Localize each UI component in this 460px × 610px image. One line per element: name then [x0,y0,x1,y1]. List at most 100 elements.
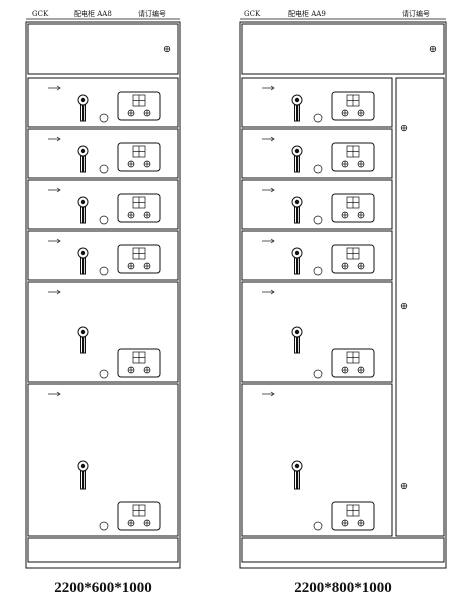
arrow-indicator-icon [48,289,61,295]
push-button-icon [127,211,135,219]
ammeter-icon [346,504,360,517]
drawer-panel [27,230,179,281]
top-panel [27,23,179,75]
push-button-icon [357,211,365,219]
door-bolt-icon [400,302,408,310]
push-button-icon [341,109,349,117]
push-button-icon [143,160,151,168]
drawer-panel [241,281,393,383]
drawer-unit [241,230,393,281]
ammeter-icon [346,94,360,107]
rotary-handle-icon [77,145,89,173]
ammeter-icon [132,247,146,260]
indicator-lamp-icon [99,215,109,225]
rotary-handle-icon [77,326,89,354]
meter-box [117,244,161,274]
arrow-indicator-icon [48,85,61,91]
drawer-unit [27,77,179,128]
arrow-indicator-icon [48,136,61,142]
drawer-panel [27,77,179,128]
header-left-code: GCK [244,10,261,18]
indicator-lamp-icon [313,164,323,174]
header-left-number: 请订编号 [402,9,430,18]
push-button-icon [357,519,365,527]
drawer-unit [27,383,179,537]
header-left-name: 配电柜 AA9 [288,9,326,18]
caption-dimensions: 2200*800*1000 [294,580,392,596]
push-button-icon [143,366,151,374]
rotary-handle-icon [291,460,303,490]
drawer-panel [241,383,393,537]
indicator-lamp-icon [99,521,109,531]
panel-screw-icon [429,45,437,53]
ammeter-icon [132,504,146,517]
rotary-handle-icon [291,145,303,173]
meter-box [117,91,161,121]
rotary-handle-icon [77,94,89,122]
meter-box [117,142,161,172]
push-button-icon [357,366,365,374]
drawer-panel [27,281,179,383]
cabinet-left-frame [25,21,181,569]
push-button-icon [357,109,365,117]
ammeter-icon [346,196,360,209]
rotary-handle-icon [291,247,303,275]
arrow-indicator-icon [48,187,61,193]
drawer-panel [241,128,393,179]
indicator-lamp-icon [313,215,323,225]
rotary-handle-icon [77,460,89,490]
arrow-indicator-icon [262,136,275,142]
arrow-indicator-icon [262,289,275,295]
rotary-handle-icon [291,196,303,224]
rotary-handle-icon [291,326,303,354]
meter-box [117,193,161,223]
ammeter-icon [346,145,360,158]
ammeter-icon [346,247,360,260]
push-button-icon [127,160,135,168]
meter-box [117,348,161,378]
drawer-panel [241,230,393,281]
ammeter-icon [132,196,146,209]
bottom-strip [27,537,179,563]
drawer-unit [27,179,179,230]
cable-compartment-door [395,77,445,537]
drawer-panel [241,179,393,230]
push-button-icon [341,519,349,527]
drawer-unit [27,281,179,383]
push-button-icon [127,109,135,117]
arrow-indicator-icon [262,85,275,91]
drawer-panel [27,128,179,179]
drawer-unit [27,128,179,179]
arrow-indicator-icon [262,238,275,244]
push-button-icon [341,211,349,219]
rotary-handle-icon [291,94,303,122]
indicator-lamp-icon [313,521,323,531]
indicator-lamp-icon [313,266,323,276]
rotary-handle-icon [77,247,89,275]
push-button-icon [127,519,135,527]
door-bolt-icon [400,124,408,132]
arrow-indicator-icon [48,238,61,244]
ammeter-icon [132,94,146,107]
meter-box [331,501,375,531]
drawer-panel [27,383,179,537]
ammeter-icon [346,351,360,364]
arrow-indicator-icon [262,187,275,193]
header-left-code: GCK [32,10,49,18]
push-button-icon [127,262,135,270]
push-button-icon [341,366,349,374]
arrow-indicator-icon [262,391,275,397]
cabinet-left: GCK 配电柜 AA8 请订编号 2200*600*1000 [25,9,181,596]
drawer-units-left [27,77,179,537]
door-bolt-icon [400,482,408,490]
header-left-name: 配电柜 AA8 [74,9,112,18]
drawer-unit [241,77,393,128]
indicator-lamp-icon [99,369,109,379]
meter-box [331,91,375,121]
arrow-indicator-icon [48,391,61,397]
meter-box [331,348,375,378]
cabinet-right: GCK 配电柜 AA9 请订编号 2200*8 [239,9,447,596]
ammeter-icon [132,351,146,364]
push-button-icon [143,519,151,527]
